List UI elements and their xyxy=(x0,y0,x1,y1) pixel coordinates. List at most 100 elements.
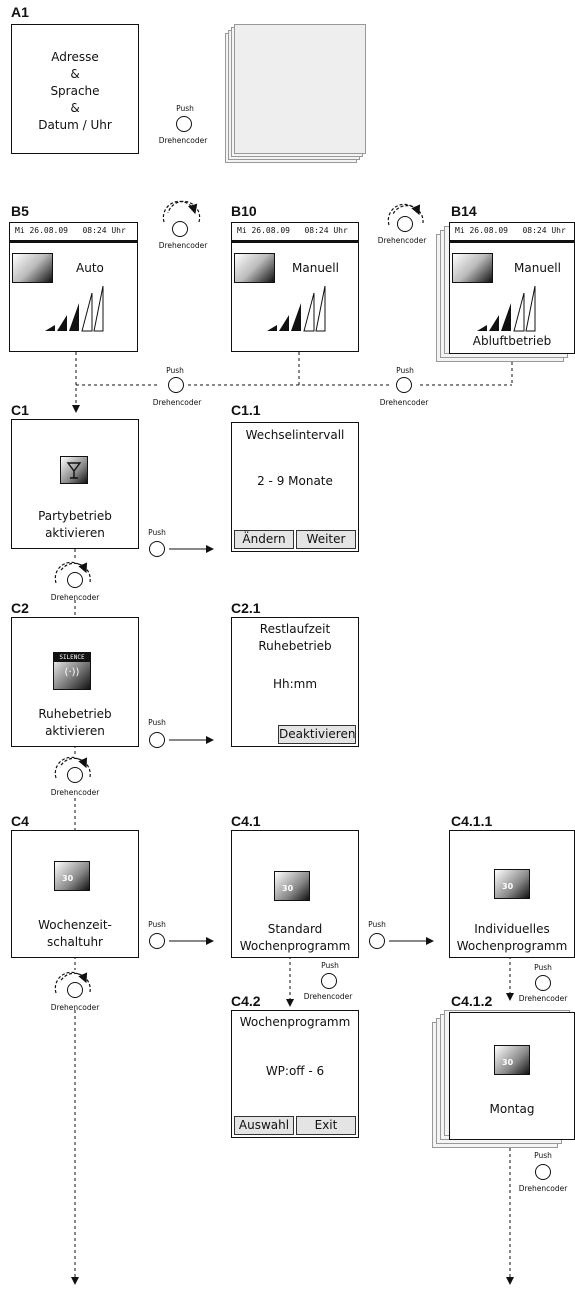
c4-1-line2: Wochenprogramm xyxy=(239,939,351,953)
calendar-number: 30 xyxy=(502,1058,514,1067)
mode-label: Auto xyxy=(76,261,104,275)
status-bar: Mi 26.08.09 08:24 Uhr xyxy=(232,223,358,243)
step-label-c1-1: C1.1 xyxy=(231,402,261,418)
step-label-b14: B14 xyxy=(451,203,477,219)
push-label: Push xyxy=(534,1151,552,1160)
screen-c4: 30 Wochenzeit- schaltuhr xyxy=(11,830,139,958)
a1-line5: Datum / Uhr xyxy=(38,118,112,132)
weekly-timer-icon: 30 xyxy=(54,861,90,891)
push-label: Push xyxy=(166,366,184,375)
step-label-a1: A1 xyxy=(11,4,29,20)
push-label: Push xyxy=(176,104,194,113)
screen-c2-1: Restlaufzeit Ruhebetrieb Hh:mm Deaktivie… xyxy=(231,617,359,747)
c4-line1: Wochenzeit- xyxy=(38,918,112,932)
c4-line2: schaltuhr xyxy=(47,935,103,949)
step-label-b5: B5 xyxy=(11,203,29,219)
encoder-label: Drehencoder xyxy=(379,398,429,407)
screen-c1: Partybetrieb aktivieren xyxy=(11,419,139,549)
encoder-label: Drehencoder xyxy=(50,593,100,602)
weekly-timer-icon: 30 xyxy=(274,871,310,901)
encoder-label: Drehencoder xyxy=(50,1003,100,1012)
c4-1-1-line1: Individuelles xyxy=(474,922,550,936)
fan-level-icon xyxy=(477,285,536,332)
screen-b10: Mi 26.08.09 08:24 Uhr Manuell xyxy=(231,222,359,352)
mode-label: Manuell xyxy=(514,261,561,275)
mode-label: Manuell xyxy=(292,261,339,275)
encoder-icon[interactable] xyxy=(67,572,83,588)
aendern-button[interactable]: Ändern xyxy=(234,530,294,549)
silence-icon-text: SILENCE xyxy=(54,653,90,662)
encoder-icon[interactable] xyxy=(67,982,83,998)
step-label-c2-1: C2.1 xyxy=(231,600,261,616)
screen-b5: Mi 26.08.09 08:24 Uhr Auto xyxy=(9,222,138,352)
exit-button[interactable]: Exit xyxy=(296,1116,356,1135)
encoder-label: Drehencoder xyxy=(50,788,100,797)
encoder-label: Drehencoder xyxy=(377,236,427,245)
step-label-c2: C2 xyxy=(11,600,29,616)
c2-line2: aktivieren xyxy=(45,724,105,738)
c4-1-2-day: Montag xyxy=(489,1102,535,1116)
push-label: Push xyxy=(148,718,166,727)
fan-level-icon xyxy=(45,285,104,332)
push-button-icon[interactable] xyxy=(535,1164,551,1180)
push-button-icon[interactable] xyxy=(535,975,551,991)
step-label-c4-1-2: C4.1.2 xyxy=(451,993,493,1009)
status-date: Mi 26.08.09 xyxy=(455,226,508,235)
a1-line3: Sprache xyxy=(50,84,100,98)
encoder-label: Drehencoder xyxy=(518,1184,568,1193)
c1-line1: Partybetrieb xyxy=(38,509,112,523)
deaktivieren-button[interactable]: Deaktivieren xyxy=(278,725,356,744)
c2-1-title2: Ruhebetrieb xyxy=(258,639,332,653)
fan-home-icon xyxy=(234,253,275,283)
push-button-icon[interactable] xyxy=(149,933,165,949)
weekly-timer-icon: 30 xyxy=(494,869,530,899)
a1-line1: Adresse xyxy=(51,50,99,64)
screen-c4-1-2: 30 Montag xyxy=(449,1012,575,1140)
c2-1-value: Hh:mm xyxy=(272,677,318,691)
encoder-label: Drehencoder xyxy=(303,992,353,1001)
stack-page xyxy=(234,24,366,154)
status-date: Mi 26.08.09 xyxy=(237,226,290,235)
push-button-icon[interactable] xyxy=(321,973,337,989)
c2-line1: Ruhebetrieb xyxy=(38,707,112,721)
status-time: 08:24 Uhr xyxy=(304,226,348,235)
status-time: 08:24 Uhr xyxy=(82,226,126,235)
encoder-label: Drehencoder xyxy=(158,136,208,145)
cocktail-icon xyxy=(60,456,88,484)
push-button-icon[interactable] xyxy=(176,116,192,132)
push-label: Push xyxy=(534,963,552,972)
step-label-c4-1-1: C4.1.1 xyxy=(451,813,493,829)
screen-c4-1-1: 30 Individuelles Wochenprogramm xyxy=(449,830,575,958)
push-label: Push xyxy=(321,961,339,970)
push-button-icon[interactable] xyxy=(396,377,412,393)
a1-line2: & xyxy=(70,67,80,81)
c4-1-line1: Standard xyxy=(267,922,323,936)
sub-mode-label: Abluftbetrieb xyxy=(472,334,552,348)
push-button-icon[interactable] xyxy=(168,377,184,393)
calendar-number: 30 xyxy=(282,884,294,893)
silence-icon: SILENCE (·)) xyxy=(53,652,91,690)
step-label-b10: B10 xyxy=(231,203,257,219)
fan-exhaust-icon xyxy=(452,253,493,283)
screen-c1-1: Wechselintervall 2 - 9 Monate Ändern Wei… xyxy=(231,422,359,552)
status-bar: Mi 26.08.09 08:24 Uhr xyxy=(10,223,137,243)
step-label-c4: C4 xyxy=(11,813,29,829)
push-button-icon[interactable] xyxy=(149,541,165,557)
encoder-icon[interactable] xyxy=(172,221,188,237)
screen-a1: Adresse & Sprache & Datum / Uhr xyxy=(11,24,139,154)
encoder-icon[interactable] xyxy=(67,767,83,783)
step-label-c4-1: C4.1 xyxy=(231,813,261,829)
step-label-c1: C1 xyxy=(11,402,29,418)
auswahl-button[interactable]: Auswahl xyxy=(234,1116,294,1135)
push-button-icon[interactable] xyxy=(369,933,385,949)
encoder-icon[interactable] xyxy=(397,216,413,232)
screen-c2: SILENCE (·)) Ruhebetrieb aktivieren xyxy=(11,617,139,747)
screen-c4-1: 30 Standard Wochenprogramm xyxy=(231,830,359,958)
c1-1-value: 2 - 9 Monate xyxy=(257,474,333,488)
c4-2-title: Wochenprogramm xyxy=(239,1015,351,1029)
c1-line2: aktivieren xyxy=(45,526,105,540)
push-button-icon[interactable] xyxy=(149,732,165,748)
push-label: Push xyxy=(368,920,386,929)
status-time: 08:24 Uhr xyxy=(522,226,566,235)
weiter-button[interactable]: Weiter xyxy=(296,530,356,549)
